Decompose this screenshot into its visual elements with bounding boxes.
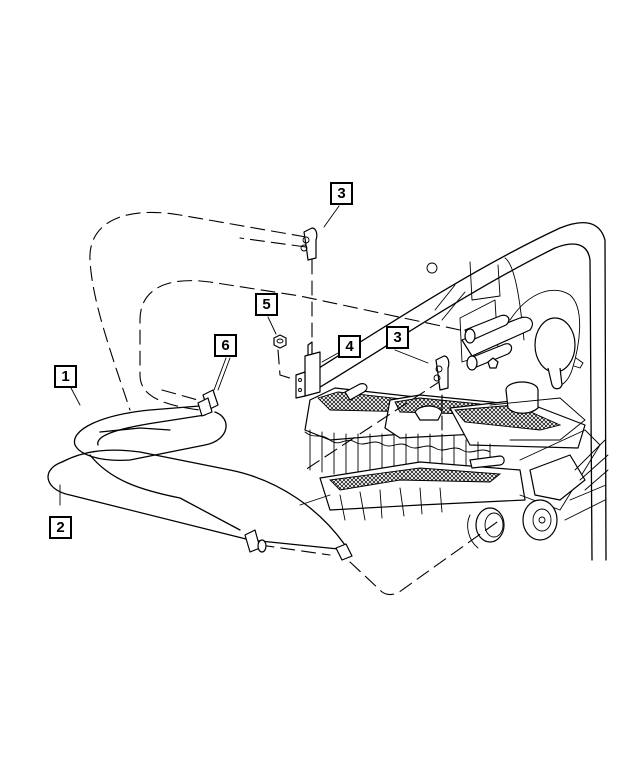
callout-3-upper[interactable]: 3 bbox=[330, 182, 353, 205]
callout-3-lower[interactable]: 3 bbox=[386, 326, 409, 349]
heater-blower-assembly bbox=[461, 289, 584, 390]
engine-block bbox=[304, 381, 609, 549]
heater-hoses bbox=[47, 404, 349, 551]
hose-clamps bbox=[197, 389, 353, 561]
callout-6[interactable]: 6 bbox=[214, 334, 237, 357]
callout-2[interactable]: 2 bbox=[49, 516, 72, 539]
routing-lines bbox=[89, 211, 501, 596]
bracket bbox=[295, 341, 321, 399]
callout-1[interactable]: 1 bbox=[54, 365, 77, 388]
nut bbox=[273, 334, 287, 349]
clip-upper bbox=[300, 227, 318, 261]
leader-lines bbox=[59, 205, 429, 506]
callout-4[interactable]: 4 bbox=[338, 335, 361, 358]
clip-lower bbox=[433, 355, 450, 391]
callout-5[interactable]: 5 bbox=[255, 293, 278, 316]
